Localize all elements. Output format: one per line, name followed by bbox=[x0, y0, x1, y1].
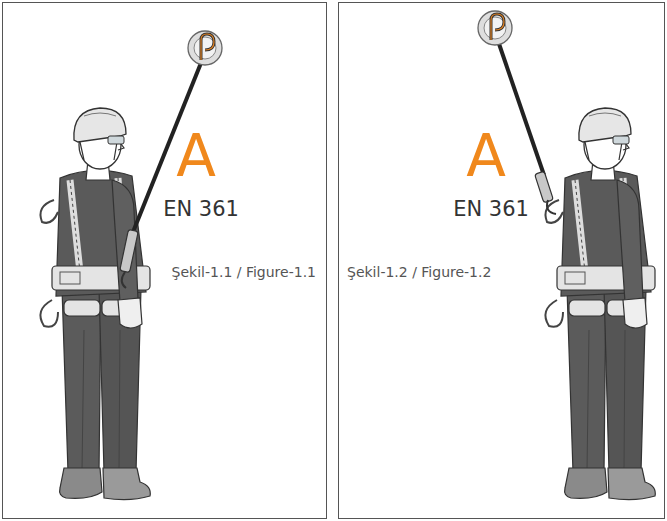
standard-number: EN 361 bbox=[163, 199, 239, 220]
standard-letter: A bbox=[466, 127, 506, 185]
standard-letter: A bbox=[176, 127, 216, 185]
figure-caption: Şekil-1.1 / Figure-1.1 bbox=[172, 265, 316, 279]
figure-panel: A EN 361Şekil-1.1 / Figure-1.1 bbox=[2, 2, 327, 519]
standard-number: EN 361 bbox=[453, 199, 529, 220]
figure-caption: Şekil-1.2 / Figure-1.2 bbox=[347, 265, 491, 279]
